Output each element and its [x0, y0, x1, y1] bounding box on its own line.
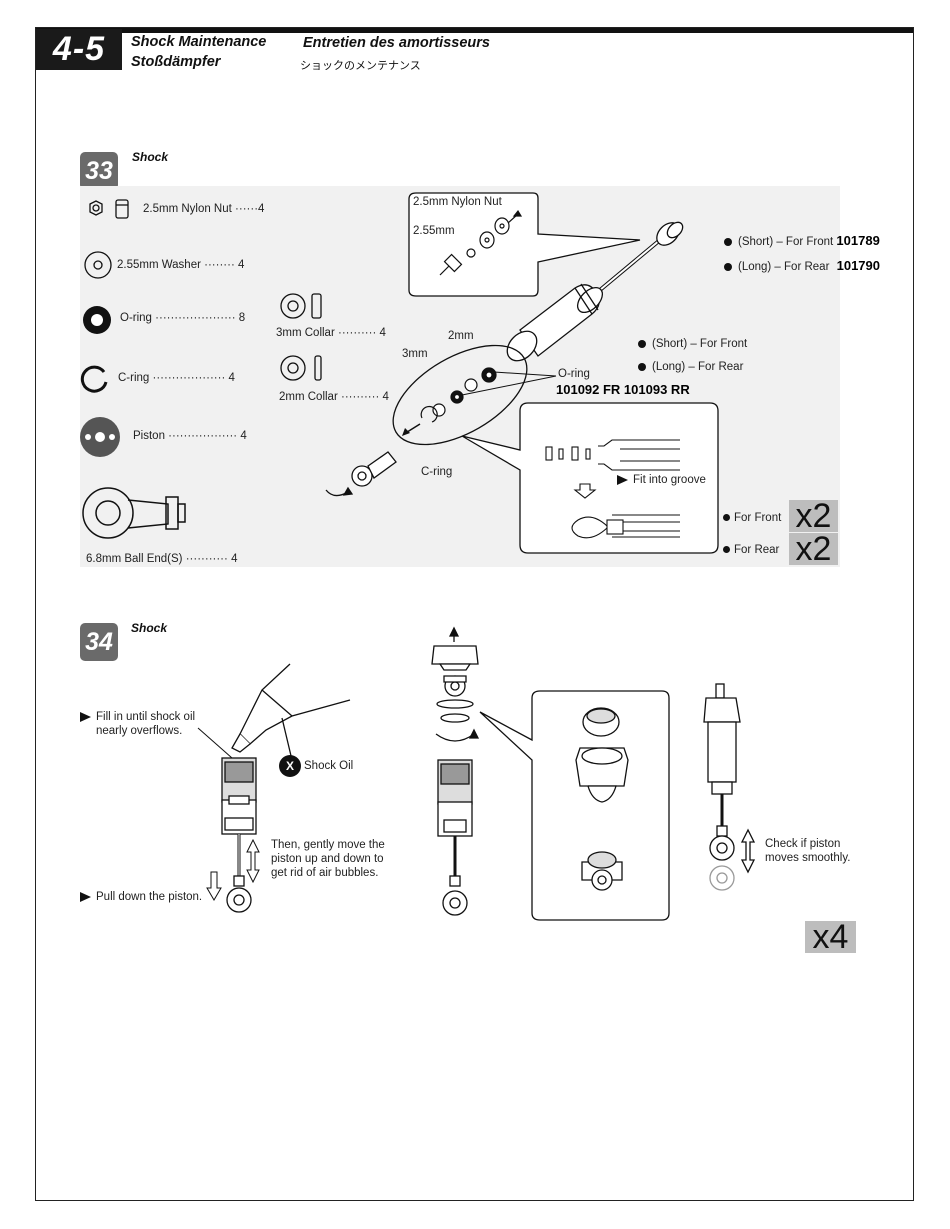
shock-cap-assembly [431, 626, 480, 742]
nut-callout-parts [439, 209, 523, 276]
title-japanese: ショックのメンテナンス [300, 60, 421, 72]
part-piston: Piston ·················· 4 [133, 430, 247, 442]
part-washer: 2.55mm Washer ········ 4 [117, 259, 245, 271]
shock-shaft [598, 221, 684, 292]
title-french: Entretien des amortisseurs [303, 35, 490, 51]
title-german: Stoßdämpfer [131, 54, 221, 70]
ball-end-icon [82, 487, 186, 539]
up-down-arrow [246, 838, 260, 884]
callout-fit-groove: Fit into groove [617, 474, 706, 486]
callout-nylon-nut: 2.5mm Nylon Nut [413, 196, 502, 208]
step-33-label: Shock [132, 150, 169, 164]
cring-icon [80, 365, 108, 393]
shock-body-filling [221, 757, 257, 913]
part-ball-end: 6.8mm Ball End(S) ··········· 4 [86, 553, 238, 565]
shock-oil-mark [279, 755, 301, 777]
callout-3mm: 3mm [402, 348, 428, 360]
qty-front-badge: x2 [789, 499, 838, 533]
pull-down-arrow [206, 871, 222, 901]
section-number: 4-5 [36, 29, 122, 70]
part-collar-3mm: 3mm Collar ·········· 4 [276, 327, 386, 339]
callout-cring: C-ring [421, 466, 453, 478]
pull-note: Pull down the piston. [80, 891, 202, 903]
body-part-numbers: 101092 FR 101093 RR [556, 382, 690, 397]
piston-icon [80, 417, 120, 457]
shock-oil-bottle [231, 663, 351, 771]
step-34-number: 34 [80, 623, 118, 661]
body-option-rear: (Long) – For Rear [638, 361, 743, 373]
oring-leader [493, 371, 557, 377]
step-33-number: 33 [80, 152, 118, 190]
shock-body [506, 283, 604, 362]
qty-rear-label: For Rear [723, 544, 779, 556]
shock-assembled [703, 683, 756, 891]
nylon-nut-icon [89, 199, 129, 219]
exploded-ellipse [392, 344, 528, 446]
page-frame [35, 27, 914, 1201]
part-cring: C-ring ··················· 4 [118, 372, 235, 384]
nut-callout-bubble [408, 192, 641, 297]
callout-washer: 2.55mm [413, 225, 455, 237]
shock-body-middle [437, 759, 473, 916]
qty-step34-badge: x4 [805, 920, 856, 954]
cap-detail-bubble [479, 690, 670, 921]
collar-2mm-icon [280, 355, 322, 381]
oring-icon [83, 306, 111, 334]
part-oring: O-ring ····················· 8 [120, 312, 246, 324]
qty-front-label: For Front [723, 512, 781, 524]
collar-3mm-icon [280, 293, 322, 319]
part-collar-2mm: 2mm Collar ·········· 4 [279, 391, 389, 403]
oil-label: Shock Oil [304, 760, 354, 772]
groove-detail [545, 439, 680, 539]
shaft-option-rear: (Long) – For Rear 101790 [724, 258, 880, 273]
qty-rear-badge: x2 [789, 532, 838, 566]
callout-2mm: 2mm [448, 330, 474, 342]
step-34-label: Shock [131, 621, 168, 635]
body-option-front: (Short) – For Front [638, 338, 747, 350]
washer-icon [84, 251, 112, 279]
callout-oring: O-ring [558, 368, 590, 380]
title-english: Shock Maintenance [131, 34, 267, 50]
ball-end-assembled [325, 451, 397, 497]
oil-mark: X [286, 759, 295, 773]
part-nylon-nut: 2.5mm Nylon Nut ······4 [143, 203, 265, 215]
exploded-parts [420, 367, 497, 423]
shaft-option-front: (Short) – For Front 101789 [724, 233, 880, 248]
top-rule [35, 27, 914, 33]
